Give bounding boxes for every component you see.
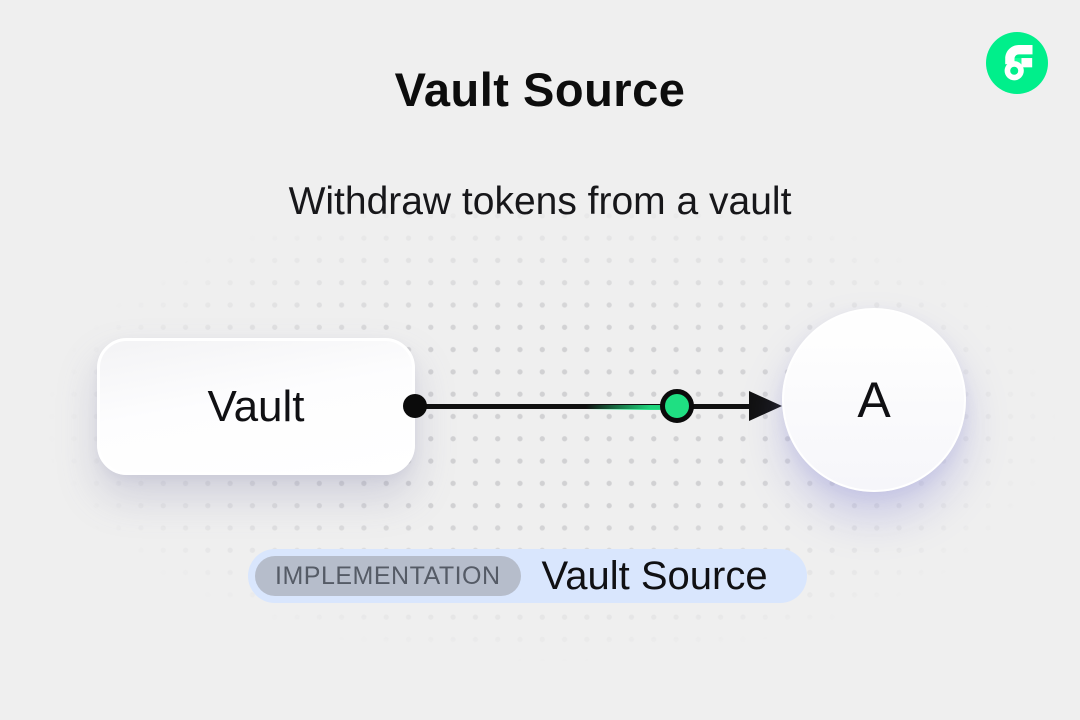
target-node-label: A xyxy=(857,372,891,428)
edge-start-dot xyxy=(403,394,427,418)
edge-token-node xyxy=(660,389,694,423)
footer-label: Vault Source xyxy=(541,553,768,598)
page-subtitle: Withdraw tokens from a vault xyxy=(288,180,792,223)
page-title: Vault Source xyxy=(394,63,686,116)
vault-node-label: Vault xyxy=(207,381,305,431)
implementation-badge: IMPLEMENTATION xyxy=(255,556,521,596)
implementation-pill: IMPLEMENTATION Vault Source xyxy=(248,549,807,603)
flow-logo-icon xyxy=(986,32,1048,94)
arrowhead-icon xyxy=(749,391,782,421)
edge-green-fade xyxy=(586,405,662,410)
edge-line xyxy=(415,404,755,409)
flow-logo xyxy=(986,32,1048,94)
target-node: A xyxy=(782,308,966,492)
vault-node: Vault xyxy=(97,338,415,475)
